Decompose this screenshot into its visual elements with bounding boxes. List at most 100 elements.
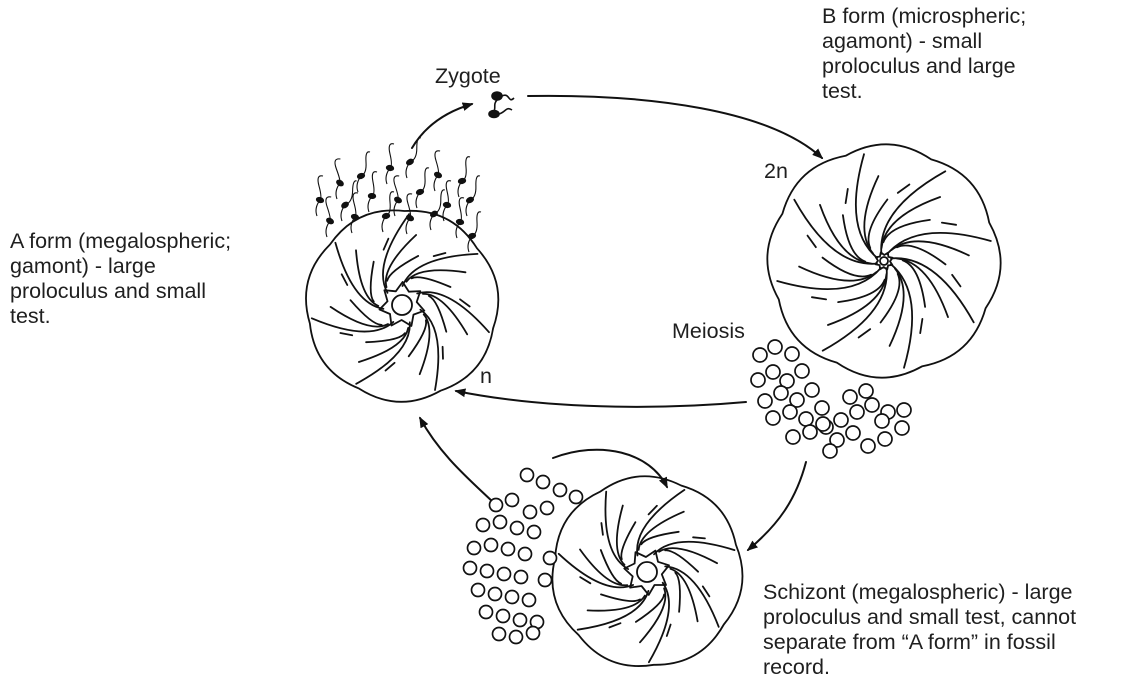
embryo-circle [878,432,892,446]
b-form-line: proloculus and large [822,54,1026,79]
chamber-mark [920,319,922,333]
chamber-mark [808,236,816,248]
chamber-wall [675,573,680,612]
embryo-circle [506,591,519,604]
embryo-circle [795,364,809,378]
central-chamber [875,252,892,269]
embryo-circle [464,562,477,575]
gamete-flagellum [470,176,480,200]
schizont-description: Schizont (megalospheric) - large prolocu… [763,580,1076,680]
chamber-wall [420,314,430,374]
chamber-wall [406,270,465,281]
gamete-flagellum [318,176,323,200]
a-form-line: A form (megalospheric; [10,229,231,254]
embryo-circle [514,614,527,627]
embryo-circle [493,628,506,641]
proloculus [392,295,412,315]
schizont-test-icon [552,476,742,666]
embryo-circle [489,588,502,601]
gamete-flagellum [462,157,470,181]
gamete-flagellum [372,172,377,196]
embryo-circle [477,519,490,532]
embryo-circle [785,347,799,361]
gamete-flagellum [335,159,340,183]
chamber-wall [366,333,405,342]
chamber-mark [942,223,956,225]
arrow-schizont-to-a-form [420,418,494,503]
schizont-embryos-cluster [464,469,583,644]
b-form-test-icon [767,144,1000,377]
chamber-wall [412,277,451,287]
embryo-circle [850,405,864,419]
central-chamber [624,551,669,595]
embryo-circle [875,414,889,428]
embryo-circle [554,484,567,497]
zygote-label: Zygote [435,64,501,88]
gamete-flagellum [446,181,451,205]
gamete-flagellum [459,198,464,222]
embryo-circle [774,386,788,400]
chamber-mark [342,274,348,285]
embryo-circle [519,548,532,561]
chamber-wall [882,197,941,248]
chamber-mark [859,329,871,337]
chamber-mark [340,333,352,335]
arrow-gametes-to-zygote [412,104,472,148]
chamber-wall [601,594,640,601]
embryo-circle [541,502,554,515]
schizont-line: separate from “A form” in fossil [763,630,1076,655]
gamete-flagellum [386,192,394,216]
embryo-circle [823,444,837,458]
gamete-flagellum [394,176,399,200]
arrow-zygote-to-b-form [528,96,822,158]
proloculus [637,562,657,582]
embryo-circle [497,610,510,623]
chamber-mark [812,297,826,299]
embryo-circle [498,568,511,581]
gamete-flagellum [361,152,370,176]
embryo-circle [753,348,767,362]
a-form-line: gamont) - large [10,254,231,279]
embryo-circle [846,426,860,440]
gamete-flagellum [389,144,394,168]
gamete-flagellum [435,151,440,175]
embryo-circle [799,412,813,426]
chamber-wall [429,296,446,332]
meiosis-embryos-cluster [751,340,911,458]
arrow-meiosis-to-a-form [456,391,746,407]
embryo-circle [468,542,481,555]
gamete-flagellum [420,168,429,192]
embryo-circle [786,430,800,444]
embryo-circle [834,413,848,427]
embryo-circle [515,571,528,584]
embryo-circle [480,606,493,619]
embryo-circle [506,494,519,507]
chamber-wall [670,569,697,622]
b-form-line: agamont) - small [822,29,1026,54]
embryo-circle [751,373,765,387]
embryo-circle [511,522,524,535]
chamber-wall [639,512,684,550]
embryo-circle [805,383,819,397]
chamber-mark [898,185,910,193]
embryo-circle [861,439,875,453]
chamber-wall [359,328,408,362]
gamete-flagellum [353,193,358,217]
embryo-circle [803,425,817,439]
gametes-cluster [315,138,481,252]
chamber-mark [846,189,848,203]
chamber-wall [621,522,635,559]
embryo-circle [490,499,503,512]
chamber-mark [434,253,446,256]
chamber-wall [420,310,438,390]
ploidy-2n-label: 2n [764,159,788,183]
a-form-line: proloculus and small [10,279,231,304]
embryo-circle [510,631,523,644]
chamber-mark [693,537,705,538]
embryo-circle [895,421,909,435]
gamete-flagellum [434,190,445,214]
proloculus [880,257,888,265]
chamber-mark [952,275,960,287]
embryo-circle [783,405,797,419]
